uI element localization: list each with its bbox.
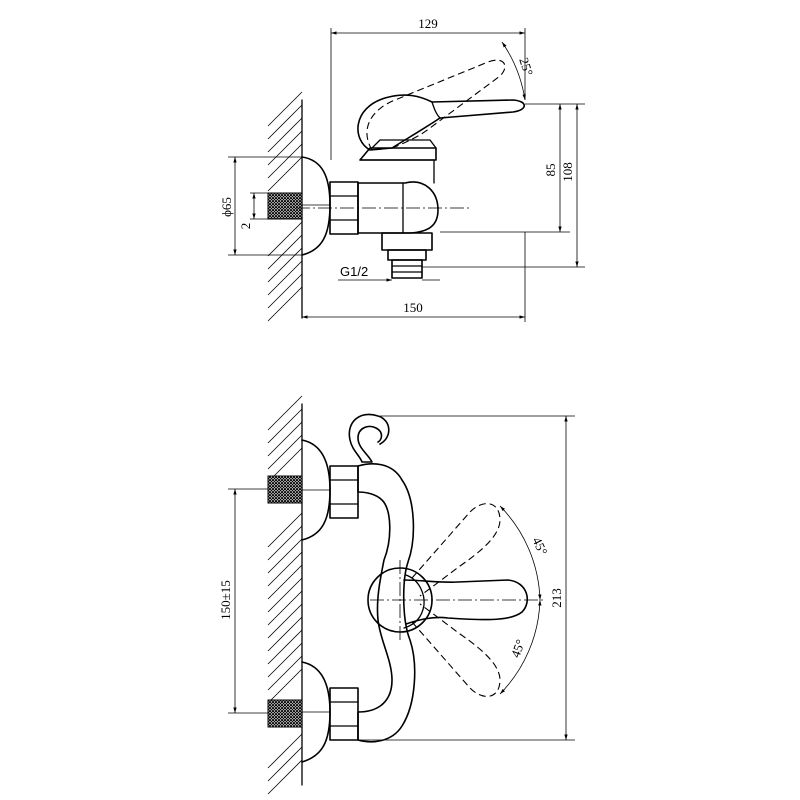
- wall-hatch-line: [267, 143, 303, 179]
- dim-129-label: 129: [418, 16, 438, 31]
- dim-small: 2: [238, 192, 268, 230]
- wall-hatch-line: [267, 525, 303, 561]
- dim-angle-45-down: 45°: [499, 599, 542, 695]
- wall-hatch-line: [267, 130, 303, 166]
- wall-hatch-line: [267, 603, 303, 639]
- wall-hatch-line: [267, 642, 303, 678]
- wall-thread-upper: [267, 475, 303, 504]
- dim-angle-45-up: 45°: [499, 505, 551, 601]
- dim-213-label: 213: [549, 588, 564, 608]
- dim-thread-label: G1/2: [340, 264, 368, 279]
- dim-213: 213: [358, 415, 575, 741]
- dim-small-label: 2: [238, 223, 253, 230]
- dim-angle-45-down-label: 45°: [508, 637, 528, 659]
- lever-rotated-up: [411, 503, 501, 597]
- wall-hatch-line: [267, 551, 303, 587]
- wall-bottom: [267, 395, 303, 795]
- dim-150: 150: [302, 232, 526, 322]
- wall-hatch-line: [267, 733, 303, 769]
- wall-hatch-line: [267, 247, 303, 283]
- dim-108: 108: [422, 104, 585, 268]
- cartridge-cap-top: [359, 147, 437, 161]
- wall-hatch-line: [267, 221, 303, 257]
- wall-hatch-line: [267, 538, 303, 574]
- lever-rotated-down: [411, 603, 501, 697]
- wall-hatch-line: [267, 421, 303, 457]
- wall-hatch-line: [267, 260, 303, 296]
- lever-handle-closed: [357, 94, 526, 151]
- mixer-body-bottom: [357, 463, 416, 743]
- dim-150-15-label: 150±15: [218, 580, 233, 620]
- wall-thread-top: [267, 192, 303, 220]
- wall-hatch-line: [267, 91, 303, 127]
- dim-150-label: 150: [403, 300, 423, 315]
- dim-angle-25-label: 25°: [516, 56, 536, 78]
- wall-hatch-line: [267, 668, 303, 704]
- hex-nut-lower: [329, 687, 359, 741]
- dim-thread: G1/2: [338, 264, 440, 282]
- wall-hatch-line: [267, 746, 303, 782]
- lever-main: [403, 579, 529, 625]
- wall-hatch-line: [267, 104, 303, 140]
- wall-hatch-line: [267, 564, 303, 600]
- mixer-body-top: [357, 181, 439, 234]
- shower-hook: [348, 413, 390, 463]
- wall-thread-lower: [267, 699, 303, 728]
- wall-hatch-line: [267, 395, 303, 431]
- wall-hatch-line: [267, 117, 303, 153]
- wall-hatch-line: [267, 156, 303, 192]
- wall-hatch-line: [267, 759, 303, 795]
- dim-angle-25: 25°: [501, 41, 536, 101]
- dim-85: 85: [440, 103, 585, 233]
- wall-hatch-line: [267, 655, 303, 691]
- outlet-top: [381, 232, 433, 279]
- hex-nut-upper: [329, 465, 359, 519]
- dim-diameter-65-label: ϕ65: [219, 197, 234, 217]
- dim-129: 129: [330, 16, 526, 160]
- dim-108-label: 108: [560, 162, 575, 182]
- dim-85-label: 85: [543, 164, 558, 177]
- wall-hatch-line: [267, 577, 303, 613]
- wall-hatch-line: [267, 512, 303, 548]
- top-view: 129 25° 85 108 ϕ65: [219, 16, 585, 322]
- lever-handle-open: [366, 59, 506, 151]
- wall-flange-top: [301, 156, 331, 256]
- wall-hatch-line: [267, 408, 303, 444]
- wall-hatch-line: [267, 273, 303, 309]
- dim-diameter-65: ϕ65: [219, 156, 302, 256]
- wall-hatch-line: [267, 616, 303, 652]
- dim-angle-45-up-label: 45°: [529, 535, 550, 558]
- wall-hatch-line: [267, 434, 303, 470]
- wall-hatch-line: [267, 629, 303, 665]
- bottom-view: 45° 45° 213 150±15: [218, 395, 575, 795]
- wall-hatch-line: [267, 590, 303, 626]
- dim-150-15: 150±15: [218, 488, 268, 714]
- wall-hatch-line: [267, 286, 303, 322]
- wall-hatch-line: [267, 234, 303, 270]
